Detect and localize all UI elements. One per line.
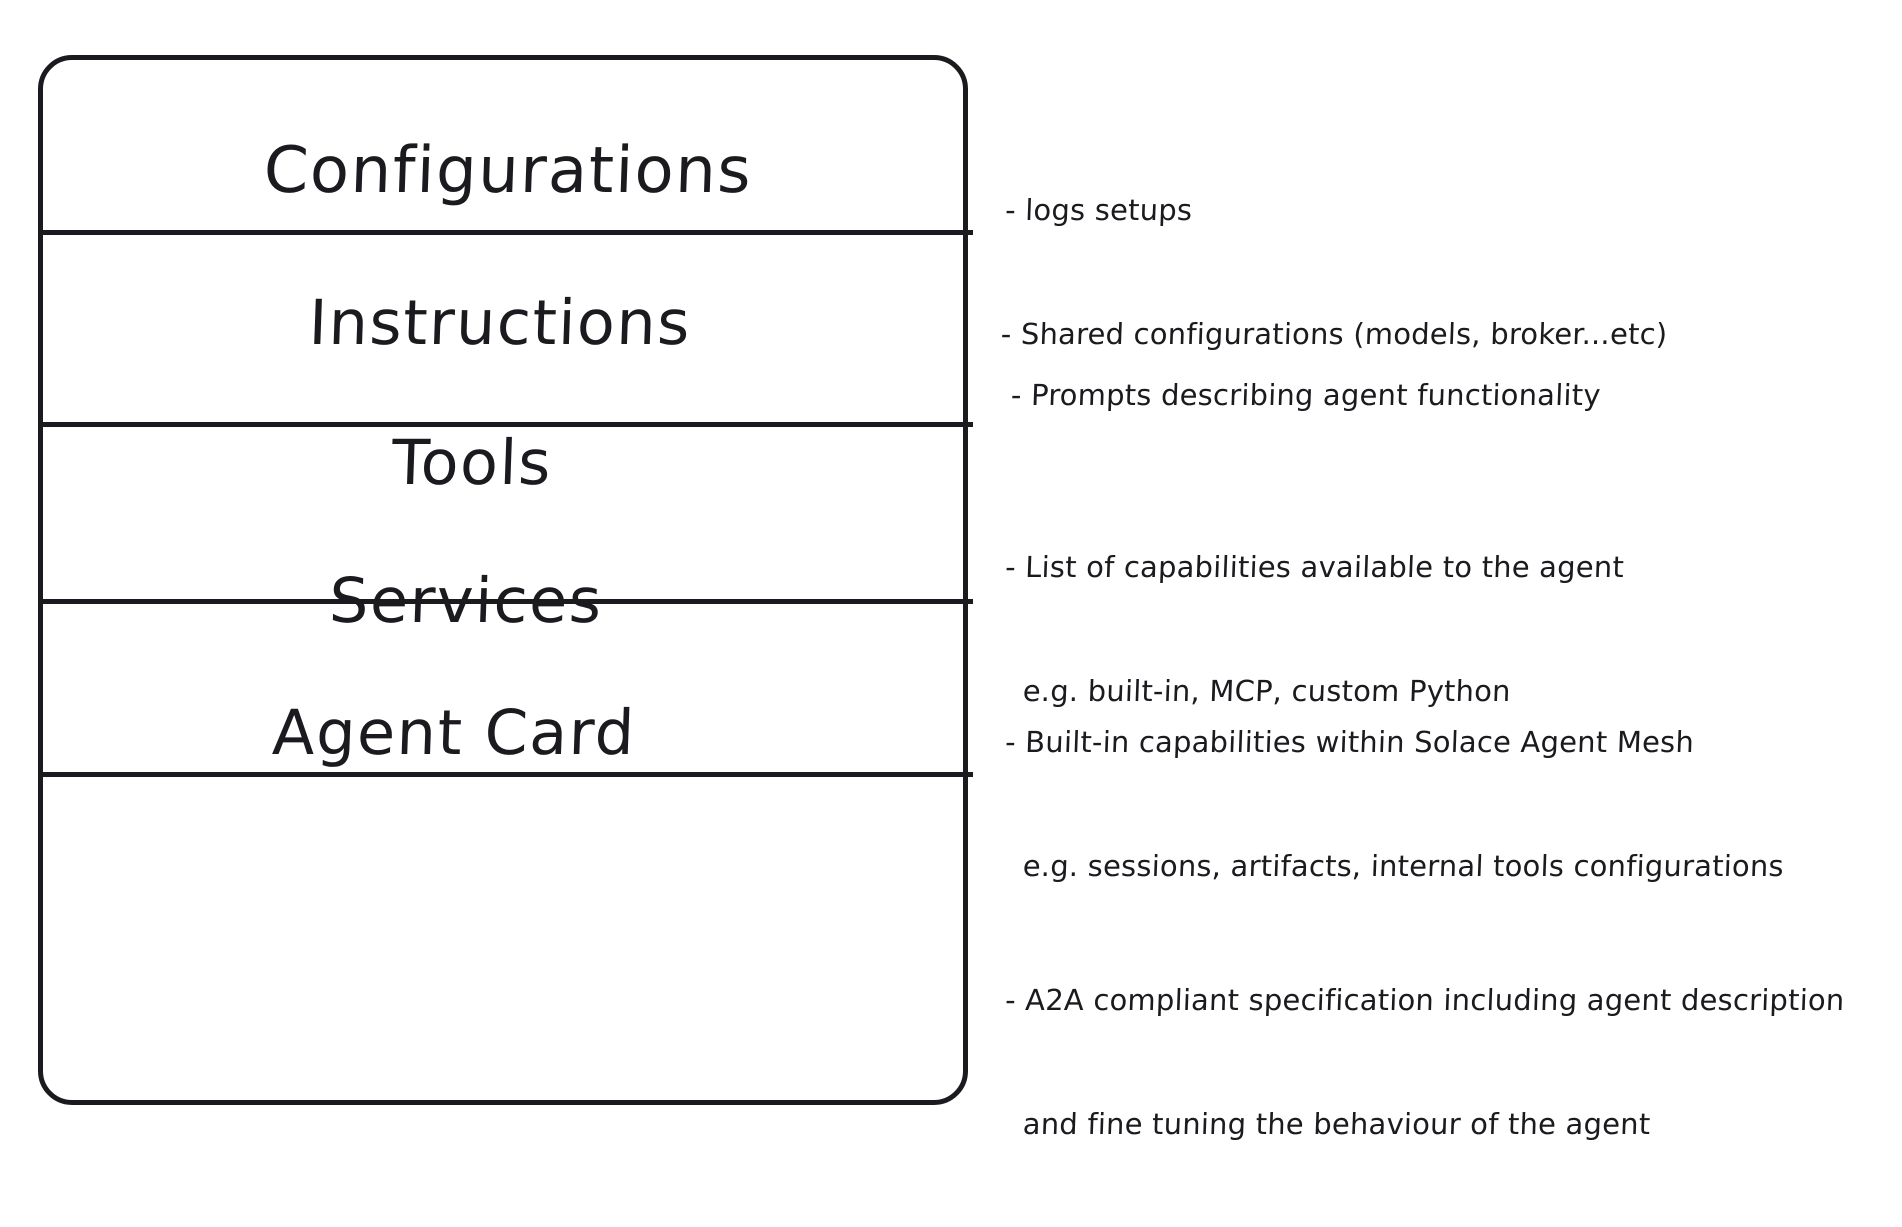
section-divider-configurations-instructions [43,230,973,235]
section-label-agent-card: Agent Card [271,696,637,769]
section-label-tools: Tools [390,426,554,499]
annotation-line: - Built-in capabilities within Solace Ag… [1004,725,1695,760]
annotation-line: - List of capabilities available to the … [1004,550,1625,585]
diagram-canvas: Configurations Instructions Tools Servic… [38,0,1893,1160]
annotation-line: and fine tuning the behaviour of the age… [1022,1106,1651,1141]
section-label-instructions: Instructions [307,286,693,359]
section-label-configurations: Configurations [262,134,754,208]
section-divider-services-agentcard [43,772,973,777]
annotation-line: - Prompts describing agent functionality [1010,378,1602,413]
section-divider-instructions-tools [43,422,973,427]
section-divider-tools-services [43,599,973,604]
annotation-line: e.g. sessions, artifacts, internal tools… [1022,848,1785,883]
annotation-column: - logs setups - Shared configurations (m… [1000,0,1893,1160]
annotation-agent-card: - A2A compliant specification including … [997,898,1848,1227]
annotation-line: - logs setups [1004,193,1193,228]
annotation-line: - A2A compliant specification including … [1004,983,1846,1018]
section-label-services: Services [327,564,604,637]
agent-structure-box: Configurations Instructions Tools Servic… [38,55,973,1105]
